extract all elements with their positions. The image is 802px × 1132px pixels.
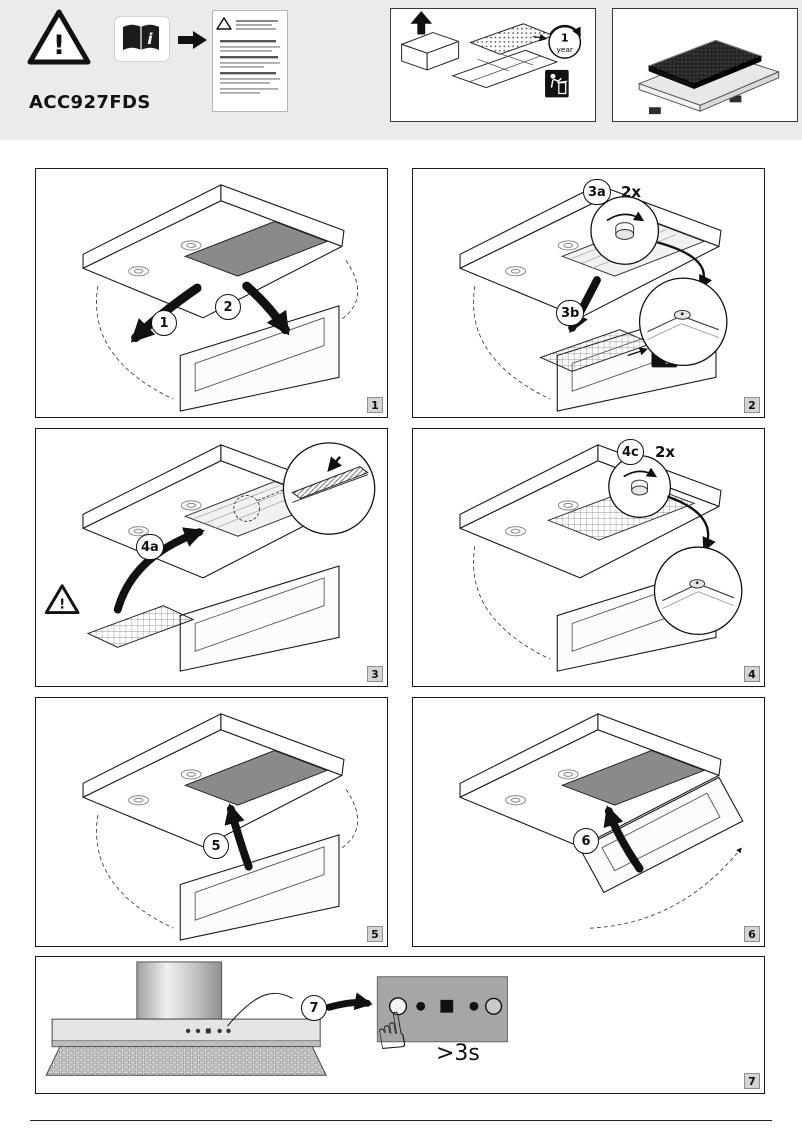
hood-open-illustration	[82, 184, 359, 412]
open-box-icon	[401, 10, 460, 71]
info-glyph: i	[147, 30, 153, 48]
unboxing-illustration: 1 year	[401, 10, 582, 98]
new-filter	[86, 605, 195, 648]
filter-cover-panel	[183, 221, 329, 277]
step-label-7: 7	[301, 995, 327, 1021]
step-label-1: 1	[151, 310, 177, 336]
filter-frame-icon	[451, 49, 559, 89]
detail-circle-rail	[282, 442, 376, 535]
warranty-number: 1	[561, 31, 569, 44]
chimney-hood	[45, 961, 327, 1076]
arrow-right-icon	[178, 31, 207, 49]
svg-text:!: !	[59, 598, 65, 613]
product-panel	[612, 8, 798, 122]
detail-circle-screw	[590, 196, 660, 265]
dot-button	[469, 1001, 479, 1011]
step-panel-1: 1 2 1	[35, 168, 388, 418]
step-label-4a: 4a	[136, 534, 164, 560]
control-panel	[376, 976, 508, 1043]
round-button	[388, 997, 408, 1016]
filter-insert-illustration: !	[44, 442, 376, 672]
warning-icon: !	[44, 584, 80, 615]
front-flap	[179, 305, 340, 412]
square-button	[440, 999, 454, 1013]
unboxing-panel: 1 year	[390, 8, 596, 122]
panel-badge-2: 2	[744, 397, 760, 413]
carbon-filter-product-illustration	[637, 39, 781, 115]
step-panel-6: 6 6	[412, 697, 765, 947]
step-label-3b: 3b	[556, 300, 585, 326]
quantity-label: 2x	[621, 183, 642, 201]
front-flap	[179, 565, 340, 672]
panel-badge-1: 1	[367, 397, 383, 413]
footer-rule	[30, 1120, 772, 1121]
filter-cover-panel	[183, 750, 329, 806]
step-label-6: 6	[573, 828, 599, 854]
detail-circle-screw	[608, 455, 672, 518]
panel-badge-4: 4	[744, 666, 760, 682]
warning-mark: !	[53, 30, 65, 61]
step-arrow	[113, 527, 205, 614]
warning-icon: !	[27, 9, 91, 65]
front-flap	[179, 834, 340, 941]
step-label-5: 5	[203, 833, 229, 859]
dispose-icon	[545, 69, 569, 98]
quantity-label: 2x	[655, 443, 676, 461]
hold-time-label: >3s	[436, 1041, 480, 1066]
flap-close-illustration	[459, 713, 744, 929]
step-arrow	[224, 803, 253, 871]
detail-circle-corner	[653, 546, 743, 636]
warranty-unit: year	[557, 45, 574, 54]
hood-control-buttons	[185, 1028, 231, 1034]
step-label-2: 2	[215, 294, 241, 320]
replacement-interval-icon: 1 year	[548, 24, 582, 59]
panel-badge-3: 3	[367, 666, 383, 682]
step-label-4c: 4c	[617, 439, 644, 465]
front-flap-closing	[579, 776, 744, 894]
panel-badge-7: 7	[744, 1073, 760, 1089]
detail-circle-corner	[638, 277, 728, 367]
panel-badge-5: 5	[367, 926, 383, 942]
grease-filter-underside	[45, 1046, 327, 1076]
step-panel-4: 4c 2x 4	[412, 428, 765, 687]
step-panel-5: 5 5	[35, 697, 388, 947]
step-label-3a: 3a	[583, 179, 611, 205]
document-thumbnail	[212, 10, 288, 112]
header: ! ACC927FDS i	[0, 0, 802, 140]
panel-refit-illustration	[82, 713, 359, 941]
round-button	[485, 997, 503, 1015]
filter-removal-illustration	[459, 184, 728, 412]
step-panel-3: ! 4a 3	[35, 428, 388, 687]
carbon-filter-icon	[469, 23, 555, 55]
filter-cover-panel	[560, 750, 706, 806]
hood-lamps	[128, 240, 202, 277]
dot-button	[416, 1001, 426, 1011]
hood-control-illustration	[45, 961, 508, 1076]
step-arrow	[603, 805, 644, 873]
manual-icon: i	[114, 16, 170, 62]
carbon-filter-slab	[647, 39, 763, 90]
step-panel-2: 3a 2x 3b 2	[412, 168, 765, 418]
filter-fixing-illustration	[459, 444, 743, 672]
panel-badge-6: 6	[744, 926, 760, 942]
filter-foot	[729, 95, 742, 103]
step-arrow	[325, 992, 373, 1011]
model-number: ACC927FDS	[29, 92, 151, 113]
filter-foot	[649, 107, 661, 115]
step-panel-7: 7 ☝ >3s 7	[35, 956, 765, 1094]
